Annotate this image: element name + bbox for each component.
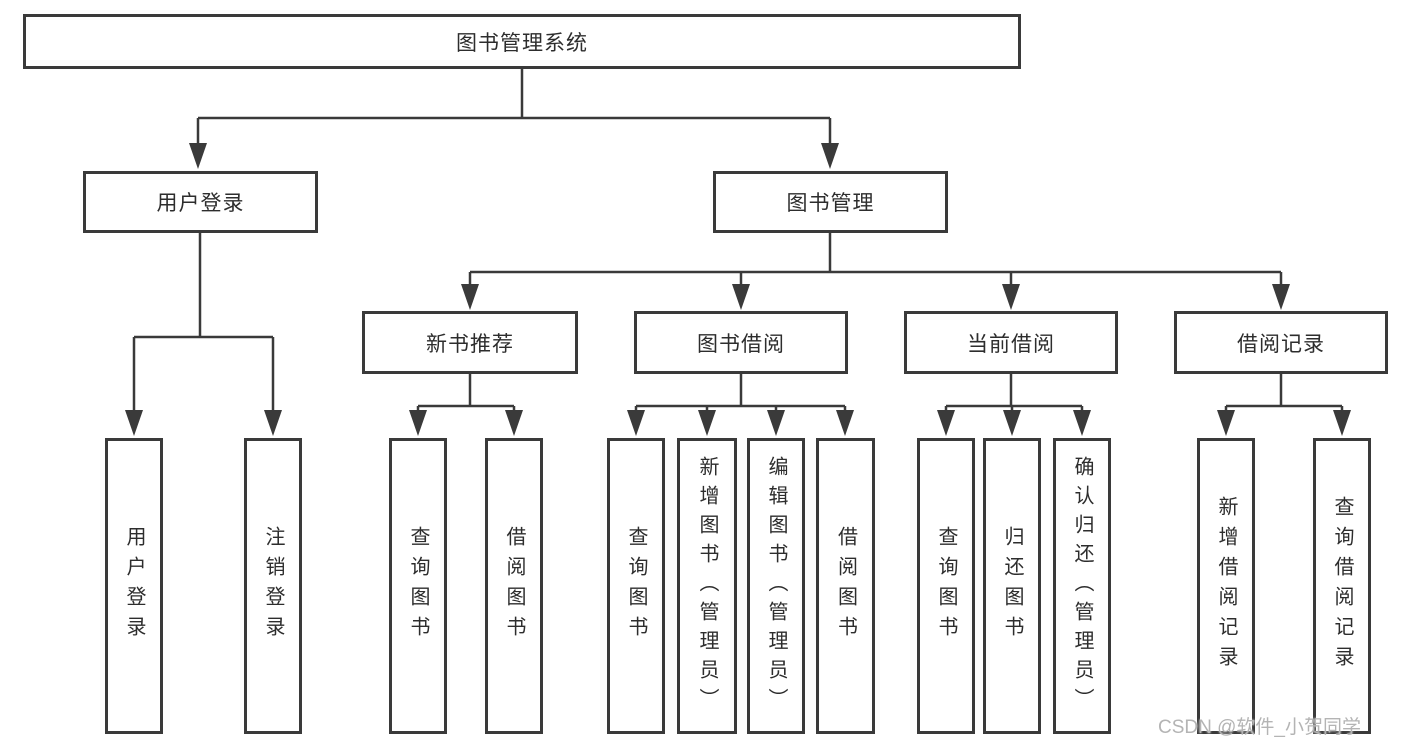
node-root-system: 图书管理系统 (23, 14, 1021, 69)
leaf-query-book-3-label: 查询图书 (935, 526, 957, 646)
arrowheads (125, 143, 1351, 436)
leaf-edit-book-admin: 编辑图书（管理员） (747, 438, 805, 734)
leaf-borrow-book-1-label: 借阅图书 (503, 526, 525, 646)
csdn-watermark: CSDN @软件_小贺同学 (1158, 717, 1361, 738)
leaf-add-book-admin-label: 新增图书（管理员） (696, 455, 718, 717)
leaf-logout: 注销登录 (244, 438, 302, 734)
leaf-return-book-label: 归还图书 (1001, 526, 1023, 646)
leaf-query-book-3: 查询图书 (917, 438, 975, 734)
leaf-user-login-label: 用户登录 (123, 526, 145, 646)
leaf-confirm-return-admin-label: 确认归还（管理员） (1071, 455, 1093, 717)
leaf-query-book-1: 查询图书 (389, 438, 447, 734)
leaf-add-borrow-record: 新增借阅记录 (1197, 438, 1255, 734)
leaf-confirm-return-admin: 确认归还（管理员） (1053, 438, 1111, 734)
leaf-logout-label: 注销登录 (262, 526, 284, 646)
leaf-borrow-book-1: 借阅图书 (485, 438, 543, 734)
leaf-borrow-book-2: 借阅图书 (816, 438, 875, 734)
leaf-query-book-2-label: 查询图书 (625, 526, 647, 646)
leaf-edit-book-admin-label: 编辑图书（管理员） (765, 455, 787, 717)
leaf-query-book-1-label: 查询图书 (407, 526, 429, 646)
leaf-query-borrow-record: 查询借阅记录 (1313, 438, 1371, 734)
leaf-add-book-admin: 新增图书（管理员） (677, 438, 737, 734)
leaf-user-login: 用户登录 (105, 438, 163, 734)
node-current-borrow: 当前借阅 (904, 311, 1118, 374)
node-new-book-recommend: 新书推荐 (362, 311, 578, 374)
leaf-add-borrow-record-label: 新增借阅记录 (1215, 496, 1237, 676)
leaf-query-book-2: 查询图书 (607, 438, 665, 734)
leaf-borrow-book-2-label: 借阅图书 (834, 526, 857, 646)
leaf-return-book: 归还图书 (983, 438, 1041, 734)
node-book-management: 图书管理 (713, 171, 948, 233)
leaf-query-borrow-record-label: 查询借阅记录 (1331, 496, 1353, 676)
node-book-borrow: 图书借阅 (634, 311, 848, 374)
node-borrow-record: 借阅记录 (1174, 311, 1388, 374)
node-user-login: 用户登录 (83, 171, 318, 233)
